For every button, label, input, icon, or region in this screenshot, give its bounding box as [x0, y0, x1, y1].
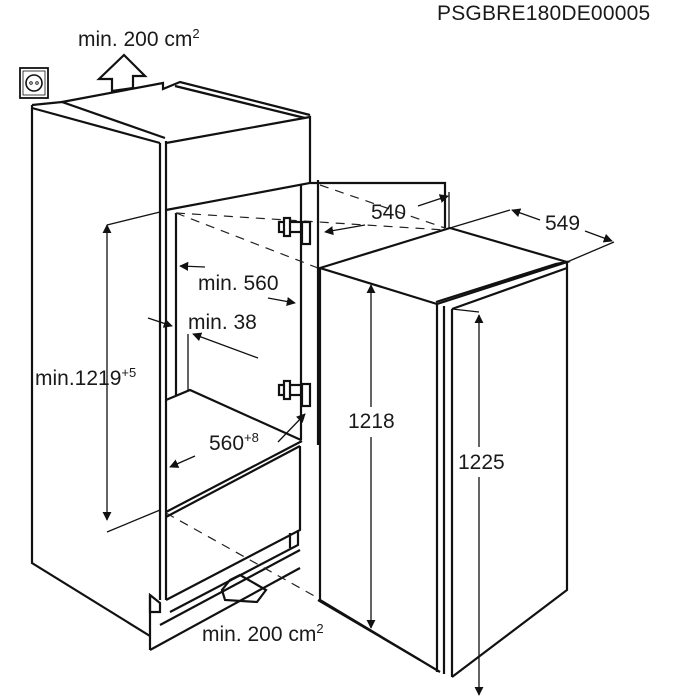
- dimension-lines: [102, 194, 615, 696]
- top-vent-text: min. 200 cm: [78, 28, 193, 51]
- niche-width-bottom-label: 560+8: [209, 430, 259, 455]
- arrow-up-icon: [96, 53, 148, 93]
- appliance-total-height-label: 1225: [458, 451, 505, 474]
- bottom-vent-text: min. 200 cm: [202, 623, 317, 646]
- power-socket-icon: [19, 67, 49, 99]
- bottom-vent-sup: 2: [316, 621, 324, 636]
- niche-width-top-label: min. 560: [198, 272, 279, 295]
- bottom-vent-label: min. 200 cm2: [202, 621, 324, 646]
- top-vent-sup: 2: [192, 26, 200, 41]
- niche-width-bottom-sup: +8: [244, 430, 259, 445]
- niche-height-text: min.1219: [35, 367, 122, 390]
- document-code: PSGBRE180DE00005: [437, 2, 651, 25]
- appliance: [316, 226, 571, 678]
- niche-height-sup: +5: [121, 365, 137, 380]
- arrow-right-icon: [220, 573, 268, 604]
- hinge-icon: [277, 379, 312, 408]
- niche-width-bottom-text: 560: [209, 432, 245, 455]
- appliance-depth-label: 549: [545, 212, 581, 235]
- side-wall-label: min. 38: [188, 311, 257, 334]
- appliance-body-height-label: 1218: [348, 410, 395, 433]
- niche-height-label: min.1219+5: [35, 365, 137, 390]
- top-vent-label: min. 200 cm2: [78, 26, 200, 51]
- niche-depth-label: 540: [371, 201, 407, 224]
- hinge-icon: [277, 216, 312, 246]
